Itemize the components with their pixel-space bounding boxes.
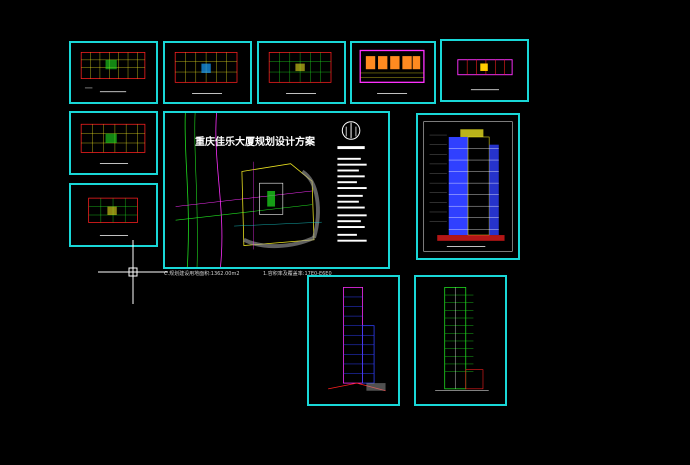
note-left: C.规划建设用地面积:1362.00m2 xyxy=(164,271,240,277)
site-plan-graphic xyxy=(175,113,367,267)
floor-plan-4-graphic xyxy=(359,49,425,94)
drawing-sheet-floor-plan-3[interactable] xyxy=(257,41,346,104)
drawing-sheet-section-1[interactable] xyxy=(307,275,400,406)
floor-plan-1-graphic xyxy=(80,51,146,93)
floor-plan-6-graphic xyxy=(80,123,146,164)
floor-plan-5-graphic xyxy=(457,59,513,91)
side-elevation-graphic xyxy=(435,287,489,392)
front-elevation-graphic xyxy=(423,121,513,252)
drawing-sheet-site-plan[interactable]: 重庆佳乐大厦规划设计方案 xyxy=(163,111,390,269)
drawing-sheet-front-elevation[interactable] xyxy=(416,113,520,260)
drawing-sheet-floor-plan-6[interactable] xyxy=(69,111,158,175)
floor-plan-3-graphic xyxy=(268,51,332,94)
note-right: 1.容积率及覆盖率:17E0-E6E0 xyxy=(263,271,332,277)
drawing-sheet-floor-plan-7[interactable] xyxy=(69,183,158,247)
drawing-sheet-side-elevation[interactable] xyxy=(414,275,507,406)
crosshair-cursor-icon xyxy=(98,240,168,304)
drawing-sheet-floor-plan-2[interactable] xyxy=(163,41,252,104)
section-1-graphic xyxy=(328,287,386,392)
floor-plan-7-graphic xyxy=(88,197,138,236)
floor-plan-2-graphic xyxy=(174,51,238,94)
drawing-sheet-floor-plan-5[interactable] xyxy=(440,39,529,102)
drawing-sheet-floor-plan-1[interactable] xyxy=(69,41,158,104)
site-plan-title: 重庆佳乐大厦规划设计方案 xyxy=(195,137,315,148)
drawing-sheet-floor-plan-4[interactable] xyxy=(350,41,436,104)
